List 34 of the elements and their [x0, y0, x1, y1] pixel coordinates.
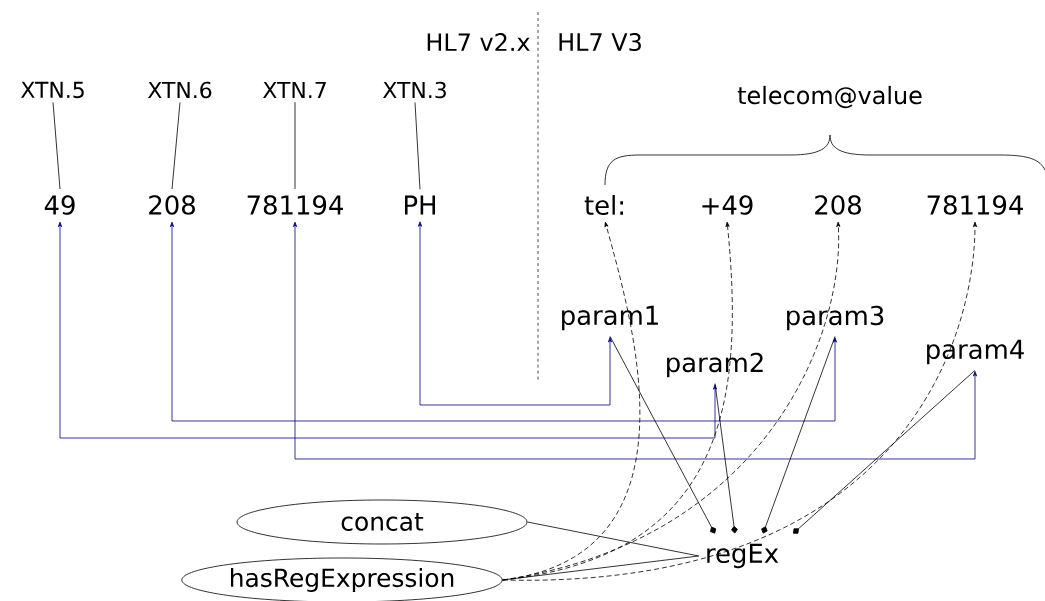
connector-line — [52, 101, 61, 190]
field-label: XTN.5 — [21, 81, 84, 99]
field-label: XTN.3 — [383, 81, 446, 99]
arrow — [502, 221, 977, 581]
value-text: param2 — [667, 352, 763, 378]
section-heading: telecom@value — [737, 85, 922, 109]
field-label: XTN.6 — [148, 81, 212, 99]
connector-line — [527, 521, 700, 557]
value-text: tel: — [584, 194, 623, 215]
connector-line — [294, 101, 296, 190]
connector-line — [761, 336, 836, 534]
field-label: XTN.7 — [263, 82, 326, 98]
value-text: 49 — [44, 195, 75, 215]
value-text: param1 — [562, 305, 658, 331]
connector-line — [171, 102, 181, 190]
connector-line — [793, 369, 976, 534]
connector-line — [714, 383, 738, 534]
value-text: 781194 — [247, 195, 343, 215]
section-heading: HL7 V3 — [559, 32, 641, 52]
connector-line — [609, 335, 717, 534]
value-text: param3 — [787, 305, 884, 331]
arrow — [170, 221, 837, 422]
value-text: 208 — [149, 195, 195, 215]
connector-line — [414, 102, 421, 190]
arrow — [418, 221, 612, 406]
value-text: +49 — [702, 195, 753, 215]
value-text: param4 — [927, 339, 1024, 365]
arrow — [293, 221, 977, 460]
value-text: 781194 — [927, 195, 1023, 215]
arrow — [58, 221, 717, 439]
value-text: PH — [405, 195, 435, 215]
value-text: regEx — [707, 543, 779, 569]
section-heading: HL7 v2.x — [427, 33, 530, 51]
value-text: 208 — [815, 195, 861, 215]
